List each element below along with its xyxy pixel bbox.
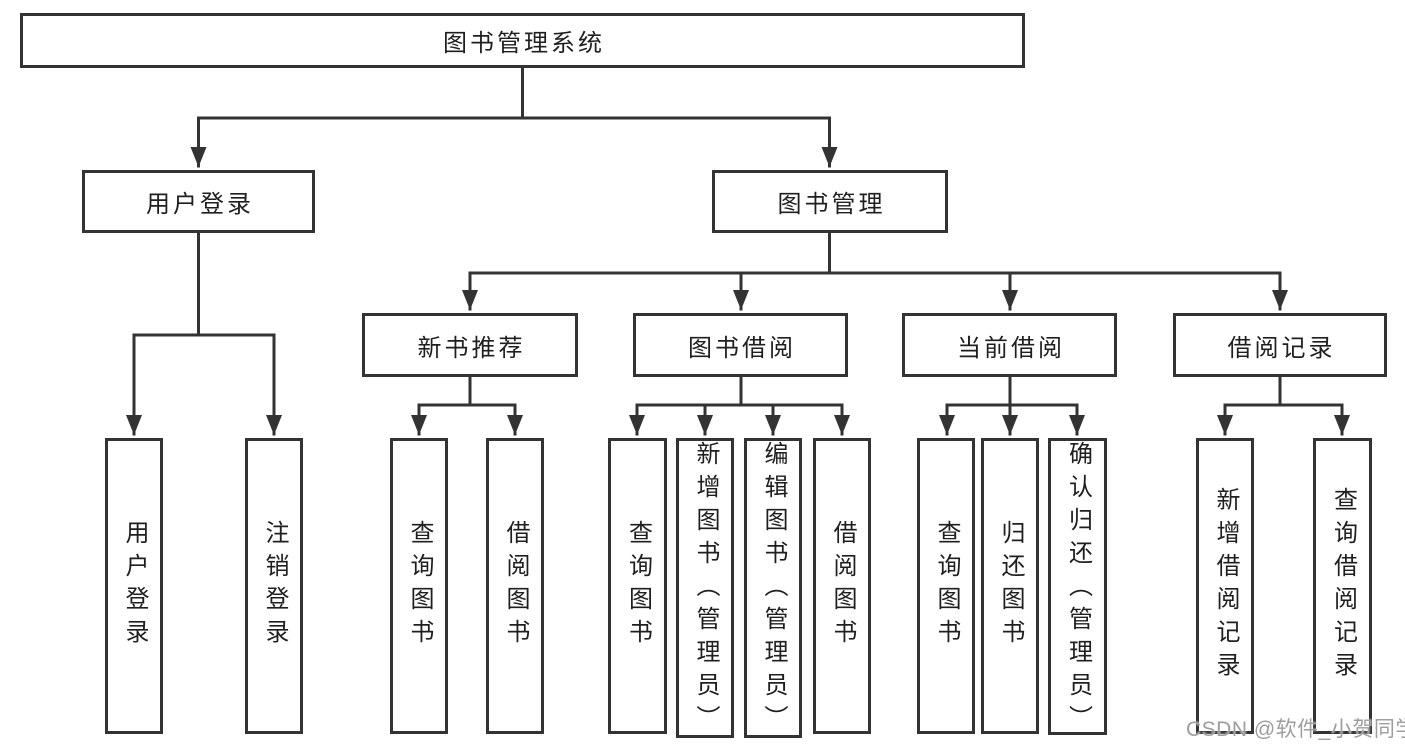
node-label: 用户登录 — [146, 191, 254, 218]
node-query-books-borrowing: 查询图书 — [608, 438, 667, 734]
node-logout-action: 注销登录 — [245, 438, 303, 734]
node-label: 查询图书 — [624, 520, 652, 652]
node-label: 借阅图书 — [502, 520, 529, 652]
node-label: 当前借阅 — [957, 334, 1065, 362]
node-add-books-admin: 新增图书（管理员） — [676, 438, 734, 738]
node-label: 新增借阅记录 — [1212, 487, 1239, 685]
node-user-login-action: 用户登录 — [105, 438, 163, 734]
node-book-borrowing: 图书借阅 — [633, 313, 848, 377]
node-book-management: 图书管理 — [712, 170, 948, 233]
node-new-book-recommend: 新书推荐 — [362, 313, 578, 377]
node-label: 查询借阅记录 — [1329, 487, 1357, 685]
node-label: 编辑图书（管理员） — [760, 441, 787, 738]
node-label: 借阅图书 — [829, 520, 856, 652]
node-label: 查询图书 — [406, 520, 433, 652]
node-label: 图书借阅 — [688, 334, 796, 362]
node-label: 归还图书 — [997, 520, 1024, 652]
node-confirm-return-admin: 确认归还（管理员） — [1048, 438, 1107, 738]
node-user-login: 用户登录 — [82, 170, 315, 233]
node-borrow-books-recommend: 借阅图书 — [486, 438, 544, 734]
node-label: 借阅记录 — [1227, 334, 1336, 362]
node-label: 新书推荐 — [417, 334, 526, 362]
csdn-watermark: CSDN @软件_小贺同学 — [1186, 718, 1405, 741]
node-query-books-current: 查询图书 — [917, 438, 975, 734]
node-borrow-books-borrowing: 借阅图书 — [813, 438, 871, 734]
node-edit-books-admin: 编辑图书（管理员） — [744, 438, 802, 738]
node-label: 查询图书 — [933, 520, 960, 652]
node-label: 注销登录 — [261, 520, 288, 652]
node-query-borrow-record: 查询借阅记录 — [1313, 438, 1372, 734]
node-label: 确认归还（管理员） — [1064, 441, 1092, 738]
node-query-books-recommend: 查询图书 — [390, 438, 448, 734]
node-label: 图书管理 — [777, 191, 886, 218]
node-return-books: 归还图书 — [981, 438, 1039, 734]
node-label: 用户登录 — [121, 520, 148, 652]
node-library-management-system: 图书管理系统 — [20, 13, 1025, 68]
node-label: 图书管理系统 — [443, 30, 605, 57]
node-current-borrowing: 当前借阅 — [902, 313, 1117, 377]
node-borrowing-records: 借阅记录 — [1173, 313, 1387, 377]
node-label: 新增图书（管理员） — [692, 441, 719, 738]
node-add-borrow-record: 新增借阅记录 — [1196, 438, 1254, 734]
